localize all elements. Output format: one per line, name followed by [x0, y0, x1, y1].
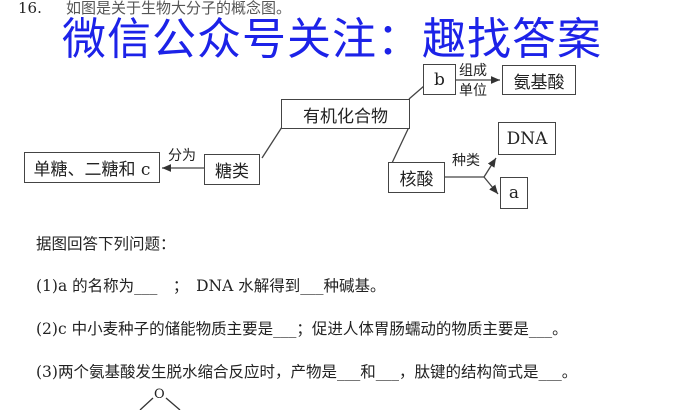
label-divided-into: 分为	[168, 148, 196, 164]
question-prompt: 据图回答下列问题：	[36, 235, 176, 253]
connector-root-sugar	[261, 126, 283, 159]
watermark: 微信公众号关注：趣找答案	[62, 14, 602, 65]
question-part-1: (1)a 的名称为___ ； DNA 水解得到___种碱基。	[36, 277, 386, 295]
connector-root-nucleic	[391, 126, 410, 164]
node-amino-acid: 氨基酸	[502, 65, 576, 95]
label-composition: 组成	[459, 63, 487, 79]
node-nucleic-acid: 核酸	[388, 162, 445, 193]
question-part-3: (3)两个氨基酸发生脱水缩合反应时，产物是___和___，肽键的结构简式是___…	[36, 363, 578, 381]
node-sugar-types: 单糖、二糖和 c	[24, 152, 160, 183]
connector-root-b	[408, 85, 425, 100]
node-sugar: 糖类	[204, 154, 260, 185]
node-organic-compounds: 有机化合物	[281, 99, 410, 129]
label-types: 种类	[452, 153, 480, 169]
structure-oxygen-atom: O	[154, 387, 165, 402]
node-dna: DNA	[498, 122, 556, 155]
arrow-nucleic-a	[483, 176, 499, 195]
node-b: b	[423, 64, 456, 95]
node-a: a	[500, 177, 528, 209]
structure-bond-left	[139, 397, 154, 410]
question-part-2: (2)c 中小麦种子的储能物质主要是___；促进人体胃肠蠕动的物质主要是___。	[36, 320, 568, 338]
arrow-nucleic-dna	[483, 157, 497, 178]
question-stem: 如图是关于生物大分子的概念图。	[66, 0, 292, 17]
label-unit: 单位	[459, 83, 487, 99]
structure-bond-right	[165, 397, 181, 410]
question-number: 16.	[18, 0, 42, 17]
